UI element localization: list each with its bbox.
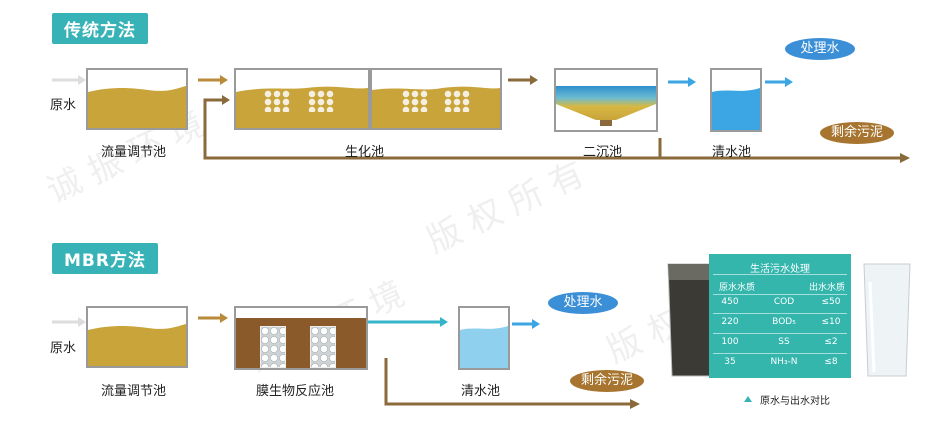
out-value: ≤2 (824, 337, 838, 347)
treated-water-badge: 处理水 (785, 38, 855, 60)
comparison-caption: 原水与出水对比 (760, 396, 830, 407)
divider (713, 353, 847, 354)
bio-tank-chamber-2 (370, 68, 502, 130)
clean-water-tank (710, 68, 762, 132)
table-row: 220 BOD₅ ≤10 (709, 317, 851, 333)
excess-sludge-badge: 剩余污泥 (820, 122, 894, 144)
column-header-out: 出水水质 (808, 283, 845, 293)
equalization-tank-label: 流量调节池 (101, 384, 167, 399)
bio-tank-chamber-1 (234, 68, 370, 130)
clean-water-tank-label: 清水池 (712, 145, 752, 160)
out-value: ≤10 (821, 317, 841, 327)
bio-tank-label: 生化池 (345, 145, 385, 160)
section-title-traditional: 传统方法 (52, 13, 148, 44)
parameter: BOD₅ (772, 317, 796, 327)
raw-value: 450 (721, 297, 739, 307)
panel-title: 生活污水处理 (750, 264, 810, 275)
water-fill (712, 88, 760, 130)
divider (713, 333, 847, 334)
membrane-module (260, 326, 286, 368)
equalization-tank (86, 306, 188, 368)
mbr-tank-label: 膜生物反应池 (256, 384, 335, 399)
column-header-raw: 原水水质 (718, 283, 755, 293)
parameter: NH₃-N (770, 357, 798, 367)
treated-water-badge: 处理水 (548, 292, 618, 314)
sewage-fill (88, 86, 186, 128)
membrane-module (310, 326, 336, 368)
divider (713, 313, 847, 314)
divider (713, 294, 847, 295)
clarifier-fill (556, 86, 656, 126)
out-value: ≤8 (824, 357, 838, 367)
sludge-fill (236, 318, 366, 368)
caption-marker-icon (744, 396, 752, 402)
aeration-bubbles (402, 90, 428, 112)
excess-sludge-badge: 剩余污泥 (570, 370, 644, 392)
membrane-bioreactor-tank (234, 306, 368, 370)
water-fill (460, 326, 508, 368)
raw-value: 220 (721, 317, 739, 327)
table-row: 35 NH₃-N ≤8 (709, 357, 851, 373)
out-value: ≤50 (821, 297, 841, 307)
raw-value: 100 (721, 337, 739, 347)
raw-value: 35 (724, 357, 736, 367)
clean-water-tank (458, 306, 510, 370)
raw-water-label: 原水 (50, 98, 77, 113)
clarifier-label: 二沉池 (583, 145, 623, 160)
clean-water-tank-label: 清水池 (461, 384, 501, 399)
aeration-bubbles (308, 90, 334, 112)
section-title-mbr: MBR方法 (52, 243, 158, 274)
table-row: 450 COD ≤50 (709, 297, 851, 313)
treated-water-glass (863, 263, 911, 377)
equalization-tank-label: 流量调节池 (101, 145, 167, 160)
table-row: 100 SS ≤2 (709, 337, 851, 353)
raw-water-label: 原水 (50, 341, 77, 356)
secondary-clarifier (554, 68, 658, 132)
aeration-bubbles (444, 90, 470, 112)
equalization-tank (86, 68, 188, 130)
divider (713, 274, 847, 275)
aeration-bubbles (264, 90, 290, 112)
parameter: SS (778, 337, 790, 347)
water-quality-panel: 生活污水处理 原水水质 出水水质 450 COD ≤50 220 BOD₅ ≤1… (709, 254, 851, 378)
parameter: COD (773, 297, 795, 307)
sewage-fill (88, 324, 186, 366)
